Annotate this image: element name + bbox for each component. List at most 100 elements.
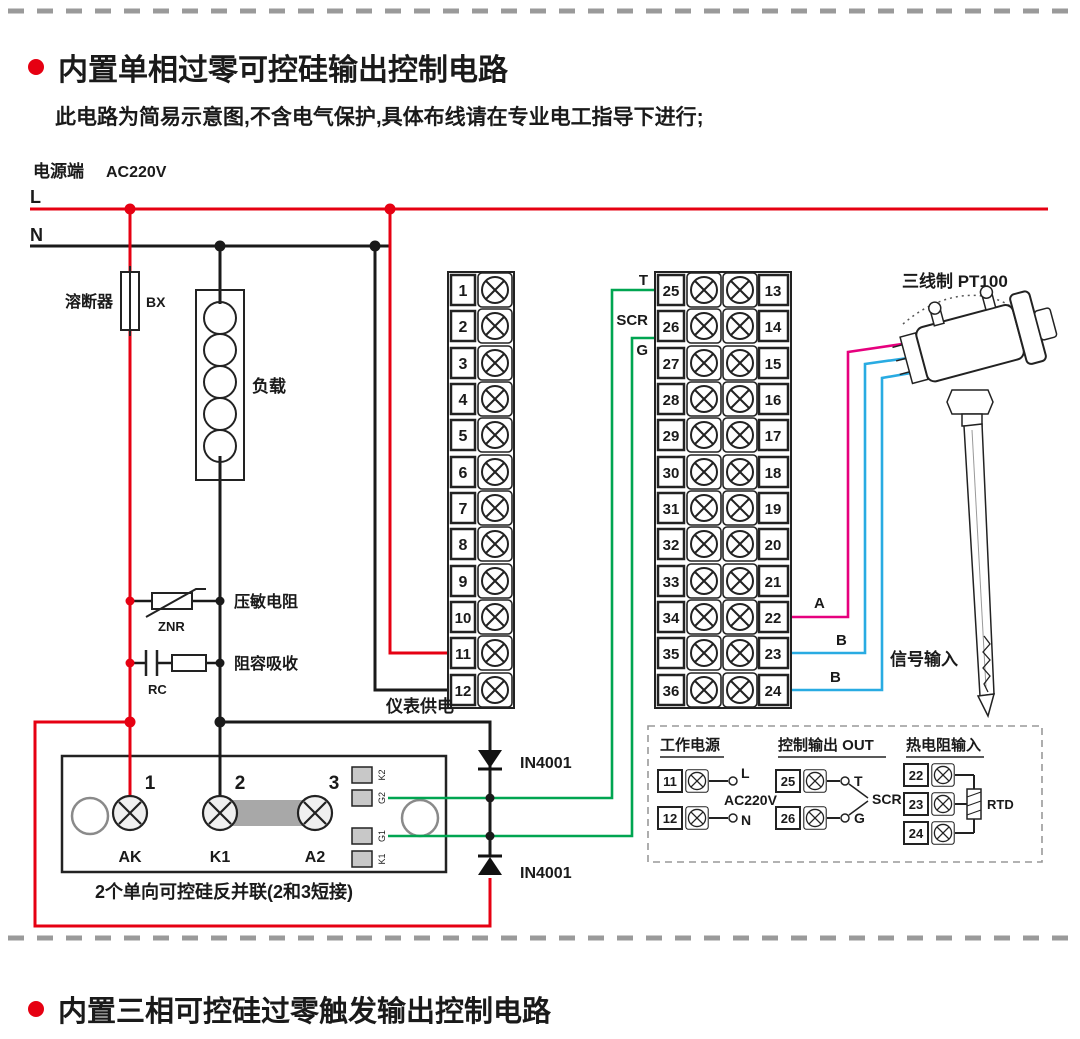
num-cell	[656, 673, 686, 707]
connector-pin	[351, 850, 373, 868]
pt100-spring	[982, 635, 991, 693]
diodes: IN4001 IN4001	[478, 750, 572, 882]
info-output-section: 控制输出 OUT 25 T SCR 26 G	[775, 736, 902, 830]
num-cell	[656, 527, 686, 561]
label-t: T	[639, 272, 648, 289]
pt100-bolt	[928, 301, 942, 315]
scr-terminal-num-2: 2	[235, 773, 246, 794]
rc-resistor-body	[171, 654, 207, 672]
terminal-screw	[477, 272, 513, 308]
num: 30	[663, 465, 680, 482]
scr-terminal-screw-3	[296, 794, 334, 832]
num: 5	[459, 428, 468, 445]
num-cell	[757, 346, 790, 380]
terminal-screw	[722, 563, 758, 599]
num: 25	[663, 283, 680, 300]
num: 13	[765, 283, 782, 300]
terminal-screw	[803, 769, 827, 793]
num: 11	[455, 646, 471, 663]
terminal-screw	[686, 672, 722, 708]
terminal-block-left: 1 2 3 4 5 6 7 8 9 10 11 12	[447, 271, 515, 709]
pt100-pin	[892, 344, 903, 349]
num-cell	[757, 309, 790, 343]
junction-dots	[124, 203, 495, 841]
junction-dot	[369, 240, 381, 252]
varistor-code: ZNR	[158, 619, 185, 634]
pt100-head	[892, 285, 1058, 385]
open-terminal	[728, 813, 738, 823]
num-cell	[775, 806, 801, 830]
terminal-screw	[686, 526, 722, 562]
num-cell	[449, 673, 477, 707]
load-label: 负载	[252, 376, 286, 396]
junction-dot	[214, 716, 226, 728]
num-cell	[757, 600, 790, 634]
power-terminal-label: 电源端	[33, 161, 84, 181]
num: 21	[765, 574, 782, 591]
terminal-screw	[722, 490, 758, 526]
terminal-screw	[722, 526, 758, 562]
terminal-screw	[722, 345, 758, 381]
terminal-screw	[686, 308, 722, 344]
section2-title: 内置三相可控硅过零触发输出控制电路	[58, 994, 552, 1028]
fuse-component: 溶断器 BX	[65, 266, 166, 336]
line-l-label: L	[30, 187, 41, 207]
scr-terminal-screw-1	[111, 794, 149, 832]
diode-top-label: IN4001	[520, 755, 572, 772]
terminal-screw	[686, 417, 722, 453]
num-cell	[449, 418, 477, 452]
load-coil-turn	[203, 429, 237, 463]
num: 31	[663, 501, 680, 518]
terminal-screw	[722, 599, 758, 635]
info-rtd-title: 热电阻输入	[906, 736, 981, 754]
rc-code: RC	[148, 682, 167, 697]
info-output-scr: SCR	[872, 791, 902, 807]
rc-label: 阻容吸收	[234, 654, 298, 673]
info-power-n: N	[741, 812, 751, 828]
load-box	[195, 289, 245, 481]
pt100-pin	[895, 357, 906, 362]
wire-black-meter-supply	[373, 246, 448, 692]
pt100-bolt	[979, 285, 994, 299]
num-cell	[757, 273, 790, 307]
varistor-component: 压敏电阻 ZNR	[145, 588, 298, 634]
num-cell	[449, 564, 477, 598]
num: 10	[455, 610, 472, 627]
num-cell	[757, 636, 790, 670]
num-cell	[656, 636, 686, 670]
num-cell	[656, 491, 686, 525]
fuse-code: BX	[146, 294, 166, 310]
terminal-screw	[931, 792, 955, 816]
junction-dot	[125, 658, 135, 668]
label-signal-input: 信号输入	[890, 649, 958, 669]
rtd-hatch	[966, 800, 982, 807]
diode-bottom-triangle	[478, 857, 502, 875]
num: 9	[459, 574, 468, 591]
wire-cyan-b2	[791, 368, 929, 692]
terminal-screw	[722, 454, 758, 490]
wire-red-bottom-loop	[33, 720, 492, 928]
terminal-screw	[722, 672, 758, 708]
num-cell	[449, 382, 477, 416]
fuse-label: 溶断器	[65, 292, 114, 311]
num: 34	[663, 610, 680, 627]
num-cell	[656, 455, 686, 489]
info-output-g: G	[854, 810, 865, 826]
num: 26	[663, 319, 680, 336]
num: 4	[459, 392, 468, 409]
wire-red-meter-supply	[388, 209, 448, 655]
num: 27	[663, 356, 680, 373]
junction-dot	[214, 240, 226, 252]
terminal-screw	[931, 821, 955, 845]
section1-title: 内置单相过零可控硅输出控制电路	[58, 54, 509, 87]
connector-pin	[351, 766, 373, 784]
info-power-section: 工作电源 11 L AC220V 12 N	[657, 736, 778, 830]
connector-pin-label: K1	[377, 853, 387, 864]
pt100-tip	[976, 693, 996, 719]
terminal-screw	[722, 381, 758, 417]
label-a: A	[814, 595, 825, 612]
pt100-gland	[1033, 307, 1058, 341]
section1-note: 此电路为简易示意图,不含电气保护,具体布线请在专业电工指导下进行;	[55, 105, 704, 129]
pt100-hex-nut	[946, 389, 994, 415]
num-cell	[757, 673, 790, 707]
